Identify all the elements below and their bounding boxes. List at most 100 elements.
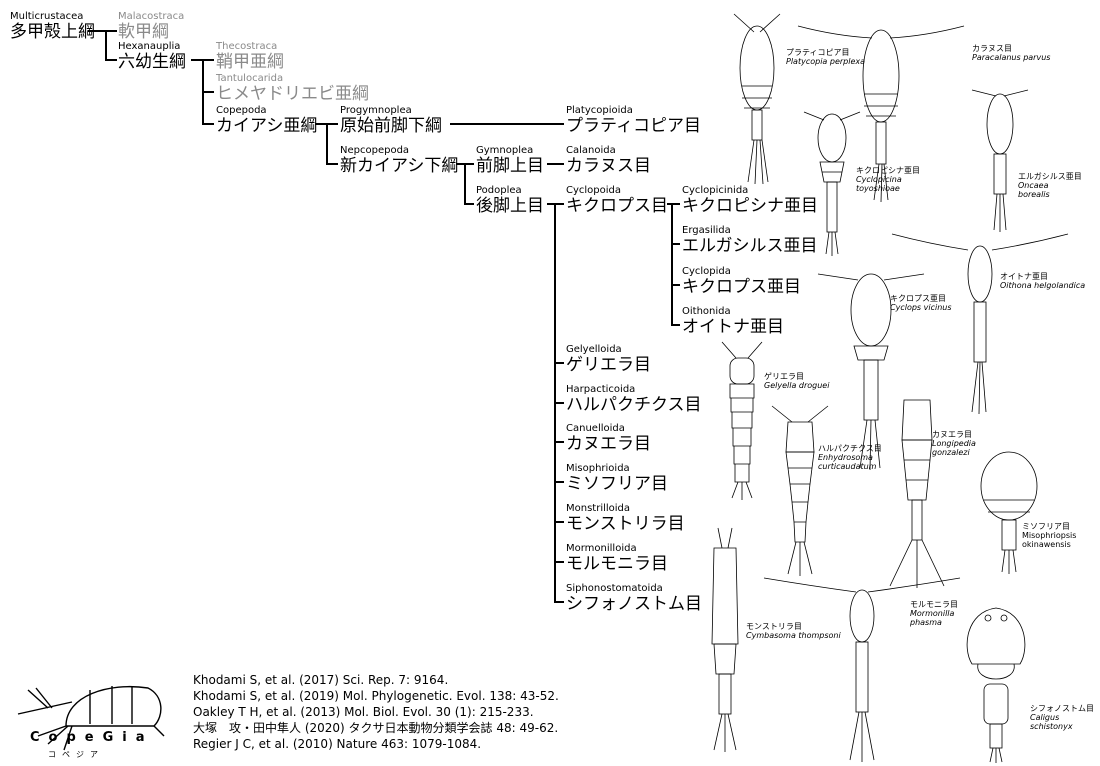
japanese-name: ゲリエラ目 [566,355,651,375]
node-ergasilida: Ergasilida エルガシルス亜目 [682,226,818,255]
latin-name: Gymnoplea [476,145,534,156]
branch-line [105,59,117,61]
branch-line [671,203,673,325]
oncaea-illustration [971,89,1029,232]
branch-line [554,561,564,563]
branch-line [671,243,680,245]
latin-name: Canuelloida [566,423,625,434]
caption-scientific: borealis [1018,190,1050,200]
logo-wordmark: CopeGia [30,730,154,745]
gelyella-illustration [721,341,763,500]
branch-line [202,59,214,61]
branch-line [464,203,474,205]
caption-mormonilla: モルモニラ目 Mormonilla phasma [910,600,958,628]
caption-scientific: Cyclopicina [856,175,902,185]
misophriopsis-illustration [980,451,1038,574]
caption-cyclopicina: キクロピシナ亜目 Cyclopicina toyoshioae [856,166,920,194]
branch-line [554,203,564,205]
caption-japanese: エルガシルス亜目 [1018,172,1082,181]
caption-japanese: オイトナ亜目 [1000,272,1048,281]
latin-name: Nepcopepoda [340,145,410,156]
branch-line [671,284,680,286]
latin-name: Hexanauplia [118,41,181,52]
caption-misophriopsis: ミソフリア目 Misophriopsis okinawensis [1022,522,1076,550]
node-siphonostomatoida: Siphonostomatoida シフォノストム目 [566,584,702,613]
caption-scientific: Cymbasoma thompsoni [746,631,841,641]
branch-line [547,203,555,205]
caption-japanese: シフォノストム目 [1030,704,1094,713]
node-multicrustacea: Multicrustacea 多甲殻上綱 [10,12,95,41]
node-tantulocarida: Tantulocarida ヒメヤドリエビ亜綱 [216,74,369,103]
branch-line [554,481,564,483]
latin-name: Platycopioida [566,105,633,116]
latin-name: Progymnoplea [340,105,412,116]
latin-name: Thecostraca [216,41,278,52]
cymbasoma-illustration [711,527,739,752]
caption-scientific: gonzalezi [932,448,970,458]
japanese-name: シフォノストム目 [566,594,702,614]
branch-line [326,123,328,164]
caption-scientific: Mormonilla [910,609,955,619]
paracalanus-illustration [797,25,965,203]
branch-line [456,163,465,165]
caption-longipedia: カヌエラ目 Longipedia gonzalezi [932,430,976,458]
branch-line [202,91,214,93]
node-canuelloida: Canuelloida カヌエラ目 [566,424,651,453]
japanese-name: キクロピシナ亜目 [682,196,818,216]
latin-name: Calanoida [566,145,616,156]
caption-japanese: カヌエラ目 [932,430,972,439]
caption-oithona: オイトナ亜目 Oithona helgolandica [1000,272,1085,290]
japanese-name: ミソフリア目 [566,474,668,494]
caption-japanese: カラヌス目 [972,44,1012,53]
branch-line [554,362,564,364]
caption-japanese: キクロピシナ亜目 [856,166,920,175]
reference-item: Khodami S, et al. (2017) Sci. Rep. 7: 91… [193,673,449,687]
japanese-name: オイトナ亜目 [682,317,784,337]
references-list: Khodami S, et al. (2017) Sci. Rep. 7: 91… [193,672,559,752]
japanese-name: モルモニラ目 [566,554,668,574]
latin-name: Gelyelloida [566,344,622,355]
node-cyclopicinida: Cyclopicinida キクロピシナ亜目 [682,186,818,215]
branch-line [315,123,327,125]
japanese-name: モンストリラ目 [566,514,685,534]
caption-scientific: Enhydrosoma [818,453,873,463]
japanese-name: 後脚上目 [476,196,544,216]
japanese-name: 軟甲綱 [118,22,169,42]
japanese-name: 原始前脚下綱 [340,116,442,136]
caption-japanese: ゲリエラ目 [764,372,804,381]
reference-item: Khodami S, et al. (2019) Mol. Phylogenet… [193,689,559,703]
mormonilla-illustration [763,577,961,762]
reference-item: Regier J C, et al. (2010) Nature 463: 10… [193,737,482,751]
cyclops-illustration [817,273,925,471]
node-podoplea: Podoplea 後脚上目 [476,186,544,215]
latin-name: Tantulocarida [216,73,284,84]
caption-enhydrosoma: ハルパクチクス目 Enhydrosoma curticaudatum [818,444,882,472]
branch-line [191,59,203,61]
branch-line [554,402,564,404]
logo-kana: コペジア [48,750,104,759]
latin-name: Monstrilloida [566,503,631,514]
caption-scientific: Platycopia perplexa [786,57,866,67]
branch-line [554,521,564,523]
caption-japanese: ハルパクチクス目 [818,444,882,453]
caption-scientific: Gelyella droguei [764,381,830,391]
node-gymnoplea: Gymnoplea 前脚上目 [476,146,544,175]
branch-line [464,163,466,204]
latin-name: Misophrioida [566,463,630,474]
caption-scientific: schistonyx [1030,722,1073,732]
reference-item: Oakley T H, et al. (2013) Mol. Biol. Evo… [193,705,534,719]
caption-scientific: Misophriopsis [1022,531,1077,541]
latin-name: Harpacticoida [566,384,636,395]
japanese-name: 鞘甲亜綱 [216,52,284,72]
caption-japanese: モンストリラ目 [746,622,802,631]
japanese-name: エルガシルス亜目 [682,236,818,256]
japanese-name: キクロプス亜目 [682,277,801,297]
japanese-name: カラヌス目 [566,156,651,176]
japanese-name: カヌエラ目 [566,434,651,454]
branch-line [547,163,564,165]
cyclopicina-illustration [803,111,861,256]
caption-scientific: Oithona helgolandica [1000,281,1086,291]
oithona-illustration [891,233,1069,415]
caption-cymbasoma: モンストリラ目 Cymbasoma thompsoni [746,622,841,640]
japanese-name: 多甲殻上綱 [10,22,95,42]
